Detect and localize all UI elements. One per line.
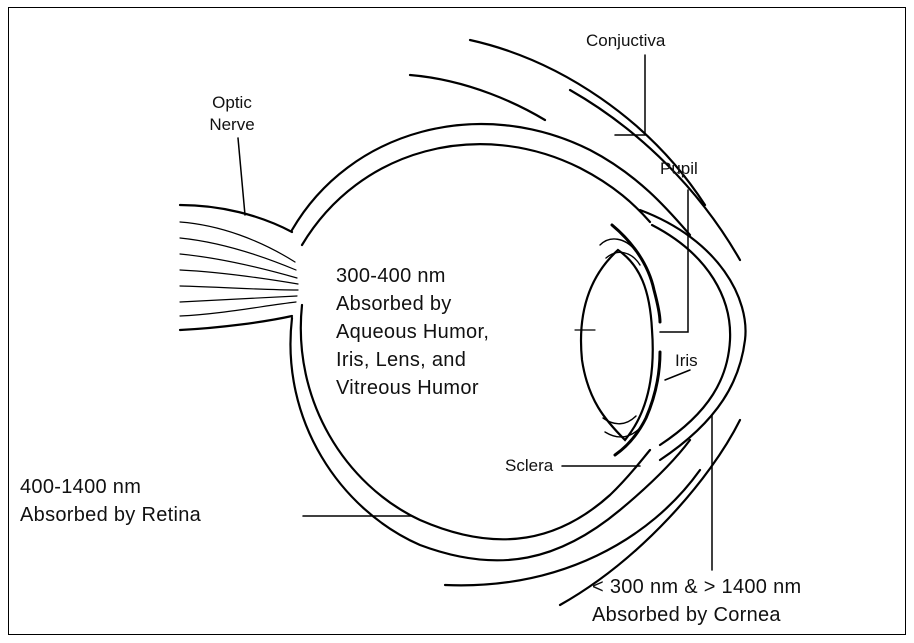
inner-note-line3: Aqueous Humor, (336, 318, 489, 346)
lower-lid (445, 470, 700, 585)
cornea-note-line2: Absorbed by Cornea (592, 601, 801, 629)
inner-note-line2: Absorbed by (336, 290, 489, 318)
inner-note-line1: 300-400 nm (336, 262, 489, 290)
iris-lower (615, 352, 660, 455)
retina-absorption-note: 400-1400 nm Absorbed by Retina (20, 473, 201, 529)
pupil-label: Pupil (660, 158, 698, 180)
optic-nerve-label: Optic Nerve (203, 92, 261, 136)
cornea-inner-curve (652, 225, 730, 445)
iris-label: Iris (675, 350, 698, 372)
upper-lid (470, 40, 705, 205)
optic-nerve-line1: Optic (203, 92, 261, 114)
pupil-leader (660, 190, 688, 332)
optic-nerve-leader (238, 138, 245, 215)
sclera-label: Sclera (505, 455, 553, 477)
retina-note-line1: 400-1400 nm (20, 473, 201, 501)
conjuctiva-label: Conjuctiva (586, 30, 665, 52)
conjunctiva-upper (570, 90, 740, 260)
retina-note-line2: Absorbed by Retina (20, 501, 201, 529)
inner-note-line4: Iris, Lens, and (336, 346, 489, 374)
inner-note-line5: Vitreous Humor (336, 374, 489, 402)
inner-absorption-note: 300-400 nm Absorbed by Aqueous Humor, Ir… (336, 262, 489, 402)
optic-nerve-fibers (180, 222, 298, 316)
lens (581, 250, 653, 440)
cornea-absorption-note: < 300 nm & > 1400 nm Absorbed by Cornea (592, 573, 801, 629)
upper-lid-inner (410, 75, 545, 120)
optic-nerve-line2: Nerve (203, 114, 261, 136)
cornea-note-line1: < 300 nm & > 1400 nm (592, 573, 801, 601)
